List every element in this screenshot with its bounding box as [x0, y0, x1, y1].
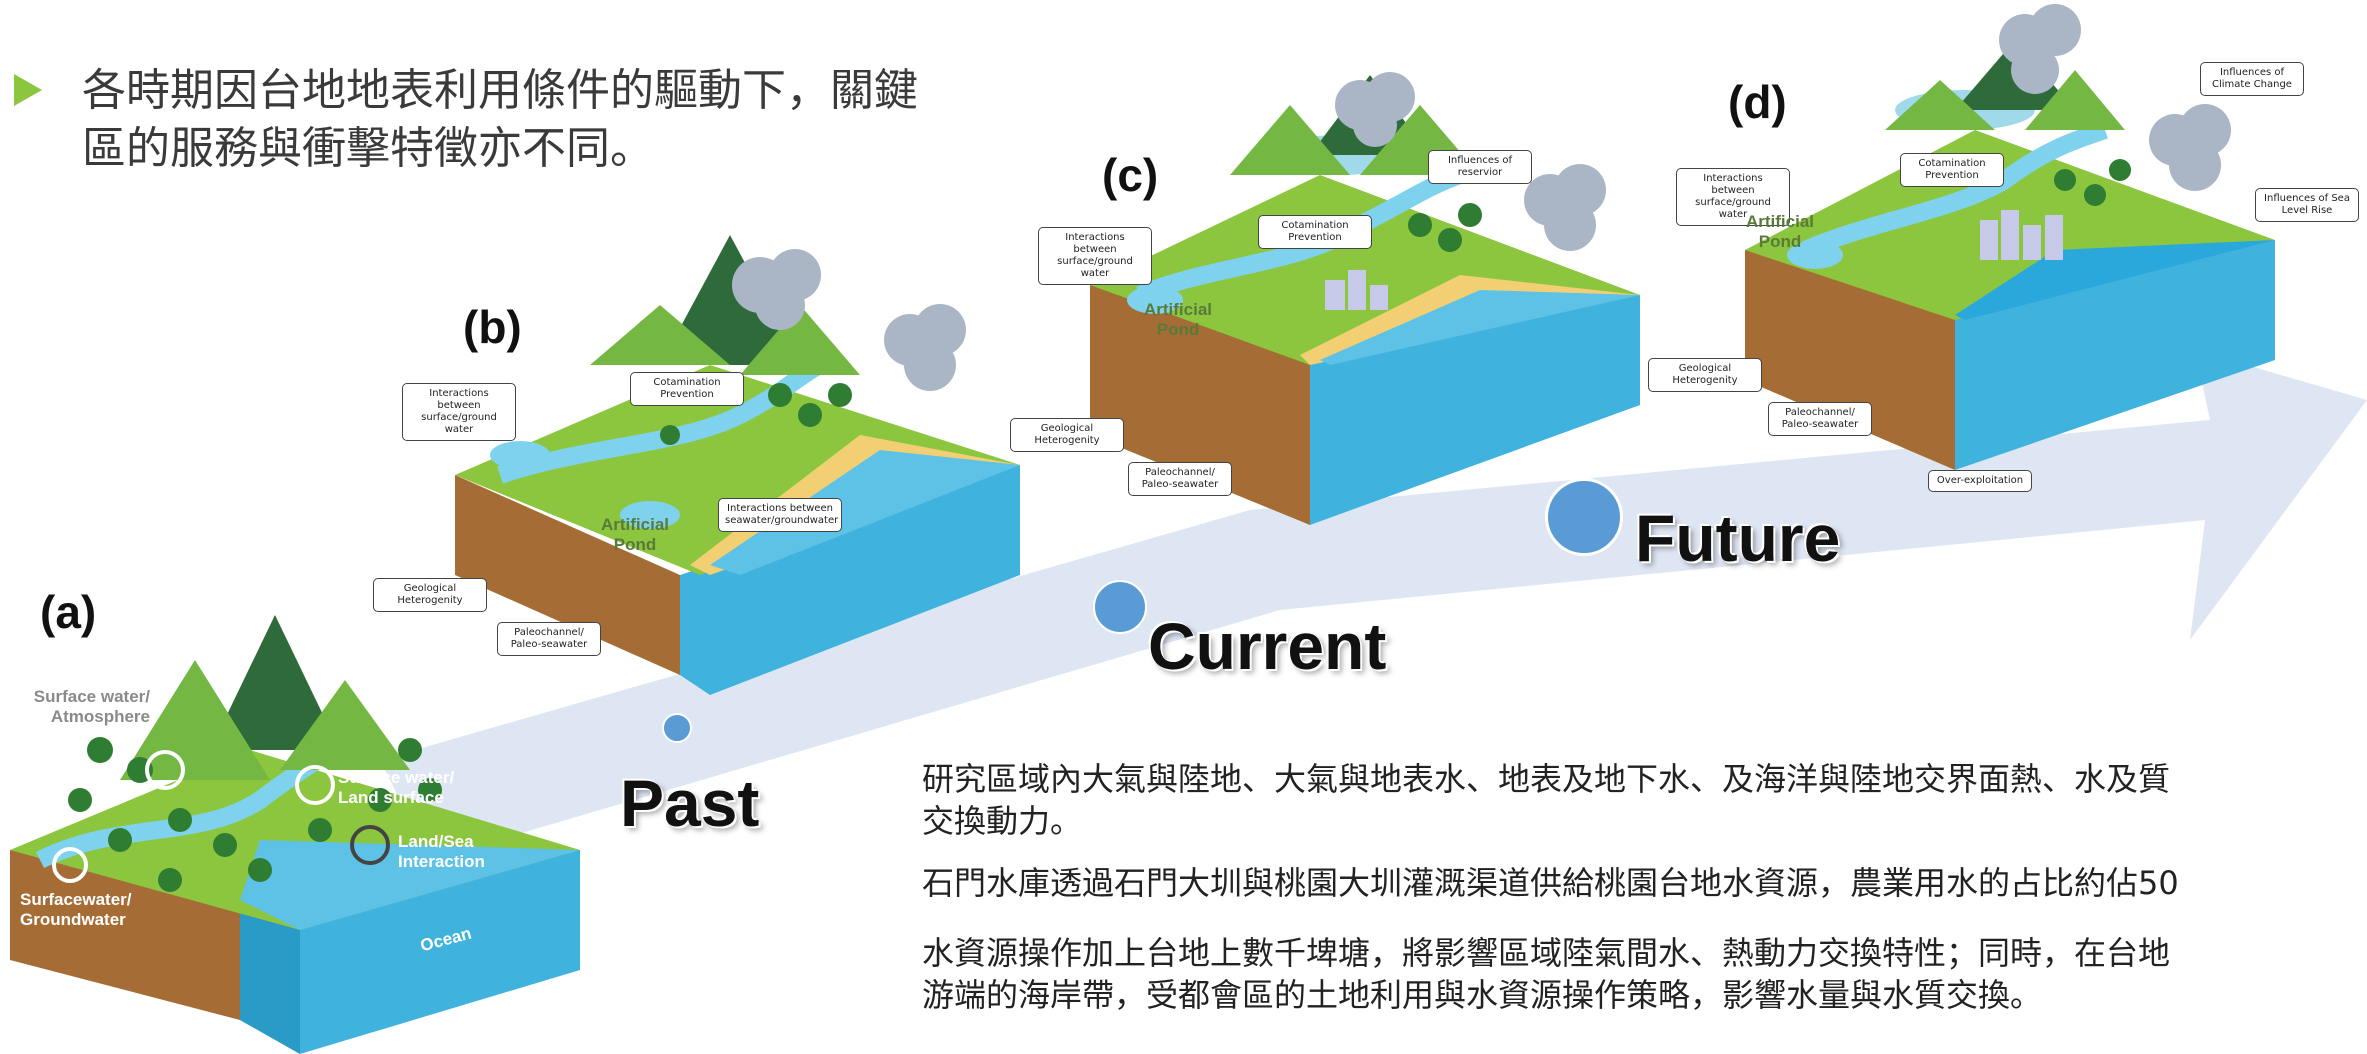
block-diagram-a — [10, 615, 580, 1054]
era-past: Past — [620, 766, 760, 840]
callout-b-paleochannel: Paleochannel/ Paleo-seawater — [497, 622, 601, 656]
bullet-3-line-1: 水資源操作加上台地上數千埤塘，將影響區域陸氣間水、熱動力交換特性；同時，在台地 — [922, 934, 2171, 972]
callout-d-sea-level: Influences of Sea Level Rise — [2255, 188, 2359, 222]
callout-b-interactions-sg: Interactions between surface/ground wate… — [402, 383, 516, 441]
label-surface-groundwater: Surfacewater/ Groundwater — [20, 890, 132, 929]
block-diagram-b — [455, 235, 1020, 695]
panel-label-d: (d) — [1728, 76, 1787, 128]
callout-b-interactions-sw: Interactions between seawater/groundwate… — [718, 498, 842, 532]
label-d-artificial-pond: Artificial Pond — [1745, 212, 1815, 251]
callout-c-paleochannel: Paleochannel/ Paleo-seawater — [1128, 462, 1232, 496]
bullet-item-2: • 石門水庫透過石門大圳與桃園大圳灌溉渠道供給桃園台地水資源，農業用水的占比約佔… — [922, 862, 2367, 904]
callout-c-interactions-sg: Interactions between surface/ground wate… — [1038, 227, 1152, 285]
callout-c-reservoir: Influences of reservior — [1428, 150, 1532, 184]
arrow-bullet-icon — [14, 74, 42, 106]
panel-label-c: (c) — [1102, 149, 1159, 201]
timeline-dot-current — [1093, 580, 1147, 634]
bullet-1-line-1: 研究區域內大氣與陸地、大氣與地表水、地表及地下水、及海洋與陸地交界面熱、水及質 — [922, 760, 2171, 798]
callout-d-interactions-sg: Interactions between surface/ground wate… — [1676, 168, 1790, 226]
label-c-artificial-pond: Artificial Pond — [1143, 300, 1213, 339]
panel-label-a: (a) — [40, 586, 97, 638]
era-current: Current — [1148, 609, 1387, 683]
bullet-3-line-2: 游端的海岸帶，受都會區的土地利用與水資源操作策略，影響水量與水質交換。 — [922, 976, 2043, 1014]
heading-line-1: 各時期因台地地表利用條件的驅動下，關鍵 — [82, 65, 918, 116]
timeline-dot-future — [1545, 478, 1623, 556]
callout-d-paleochannel: Paleochannel/ Paleo-seawater — [1768, 402, 1872, 436]
callout-d-geological: Geological Heterogenity — [1648, 358, 1762, 392]
bullet-item-3: • 水資源操作加上台地上數千埤塘，將影響區域陸氣間水、熱動力交換特性；同時，在台… — [922, 932, 2367, 1016]
bullet-item-1: • 研究區域內大氣與陸地、大氣與地表水、地表及地下水、及海洋與陸地交界面熱、水及… — [922, 758, 2367, 842]
callout-b-contamination: Cotamination Prevention — [630, 372, 744, 406]
label-surface-land: Surface water/ Land surface — [338, 768, 455, 807]
timeline-dot-past — [662, 713, 692, 743]
panel-label-b: (b) — [463, 301, 522, 353]
callout-b-geological: Geological Heterogenity — [373, 578, 487, 612]
block-diagram-d — [1745, 4, 2275, 470]
label-land-sea: Land/Sea Interaction — [398, 832, 485, 871]
callout-d-climate: Influences of Climate Change — [2200, 62, 2304, 96]
bullet-2-line-1: 石門水庫透過石門大圳與桃園大圳灌溉渠道供給桃園台地水資源，農業用水的占比約佔50 — [922, 864, 2179, 902]
block-diagram-c — [1090, 72, 1640, 525]
heading-line-2: 區的服務與衝擊特徵亦不同。 — [82, 123, 654, 174]
callout-c-geological: Geological Heterogenity — [1010, 418, 1124, 452]
callout-d-over-exploitation: Over-exploitation — [1928, 470, 2032, 492]
label-b-artificial-pond: Artificial Pond — [600, 515, 670, 554]
label-surface-atmosphere: Surface water/ Atmosphere — [33, 687, 150, 726]
bullet-1-line-2: 交換動力。 — [922, 802, 1083, 840]
callout-c-contamination: Cotamination Prevention — [1258, 215, 1372, 249]
heading: 各時期因台地地表利用條件的驅動下，關鍵 區的服務與衝擊特徵亦不同。 — [14, 62, 918, 178]
callout-d-contamination: Cotamination Prevention — [1900, 153, 2004, 187]
era-future: Future — [1635, 501, 1841, 575]
